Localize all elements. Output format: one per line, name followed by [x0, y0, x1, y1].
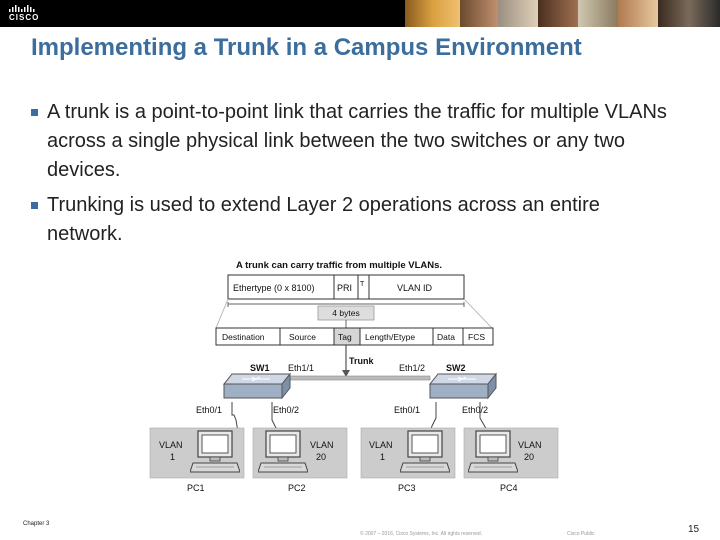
pc3-group: VLAN 1 PC3: [360, 427, 456, 493]
tag-box: [227, 274, 465, 300]
classification-label: Cisco Public: [567, 531, 595, 537]
diagram-heading: A trunk can carry traffic from multiple …: [236, 260, 442, 271]
sw1-uplink-label: Eth1/1: [288, 363, 314, 373]
sw2-uplink-label: Eth1/2: [399, 363, 425, 373]
slide-title: Implementing a Trunk in a Campus Environ…: [31, 34, 582, 61]
header-photo: [618, 0, 658, 27]
sw1-port-label: Eth0/1: [196, 405, 222, 415]
cisco-logo-text: CISCO: [9, 13, 40, 22]
vlan-label: VLAN: [369, 440, 393, 450]
vlan-id: 20: [524, 452, 534, 462]
vlan-label: VLAN: [310, 440, 334, 450]
bullet-text: Trunking is used to extend Layer 2 opera…: [47, 194, 600, 245]
pc3-label: PC3: [398, 483, 416, 493]
header-photo: [538, 0, 578, 27]
frame-field-data: Data: [437, 332, 455, 342]
pc2-group: VLAN 20 PC2: [252, 427, 348, 493]
chapter-label: Chapter 3: [23, 521, 50, 527]
frame-field-length-etype: Length/Etype: [365, 332, 415, 342]
cisco-logo-icon: [9, 5, 35, 12]
vlan-label: VLAN: [518, 440, 542, 450]
vlan-id: 20: [316, 452, 326, 462]
header-bar: CISCO: [0, 0, 720, 27]
pc2-computer-icon: [258, 430, 308, 473]
frame-field-tag: Tag: [338, 332, 352, 342]
bullet-item: Trunking is used to extend Layer 2 opera…: [30, 191, 670, 249]
sw1-port-label: Eth0/2: [273, 405, 299, 415]
bullet-list: A trunk is a point-to-point link that ca…: [30, 98, 670, 255]
trunk-label: Trunk: [349, 356, 374, 366]
tag-field-vlan-id: VLAN ID: [397, 283, 433, 293]
pc4-group: VLAN 20 PC4: [463, 427, 559, 493]
sw1-switch-icon: [223, 373, 291, 399]
pc1-computer-icon: [190, 430, 240, 473]
header-photo: [460, 0, 498, 27]
header-photo: [578, 0, 618, 27]
sw2-port-label: Eth0/2: [462, 405, 488, 415]
tag-size-label: 4 bytes: [332, 308, 359, 318]
frame-field-fcs: FCS: [468, 332, 485, 342]
pc1-group: VLAN 1 PC1: [149, 427, 245, 493]
vlan-label: VLAN: [159, 440, 183, 450]
frame-field-destination: Destination: [222, 332, 265, 342]
header-photo: [658, 0, 720, 27]
pc2-label: PC2: [288, 483, 306, 493]
pc4-label: PC4: [500, 483, 518, 493]
sw2-port-label: Eth0/1: [394, 405, 420, 415]
bullet-marker-icon: [31, 202, 38, 209]
page-number: 15: [688, 524, 700, 535]
pc4-computer-icon: [468, 430, 518, 473]
frame-field-source: Source: [289, 332, 316, 342]
sw2-label: SW2: [446, 363, 466, 373]
vlan-id: 1: [170, 452, 175, 462]
vlan-id: 1: [380, 452, 385, 462]
pc1-label: PC1: [187, 483, 205, 493]
bullet-text: A trunk is a point-to-point link that ca…: [47, 101, 667, 181]
tag-field-pri: PRI: [337, 283, 352, 293]
sw2-switch-icon: [429, 373, 497, 399]
header-photo: [498, 0, 538, 27]
header-photo: [405, 0, 460, 27]
bullet-item: A trunk is a point-to-point link that ca…: [30, 98, 670, 185]
tag-field-t: T: [360, 281, 365, 288]
copyright-text: © 2007 – 2016, Cisco Systems, Inc. All r…: [360, 531, 483, 537]
trunk-link: [289, 375, 431, 381]
pc3-computer-icon: [400, 430, 450, 473]
sw1-label: SW1: [250, 363, 270, 373]
tag-field-ethertype: Ethertype (0 x 8100): [233, 283, 315, 293]
bullet-marker-icon: [31, 109, 38, 116]
